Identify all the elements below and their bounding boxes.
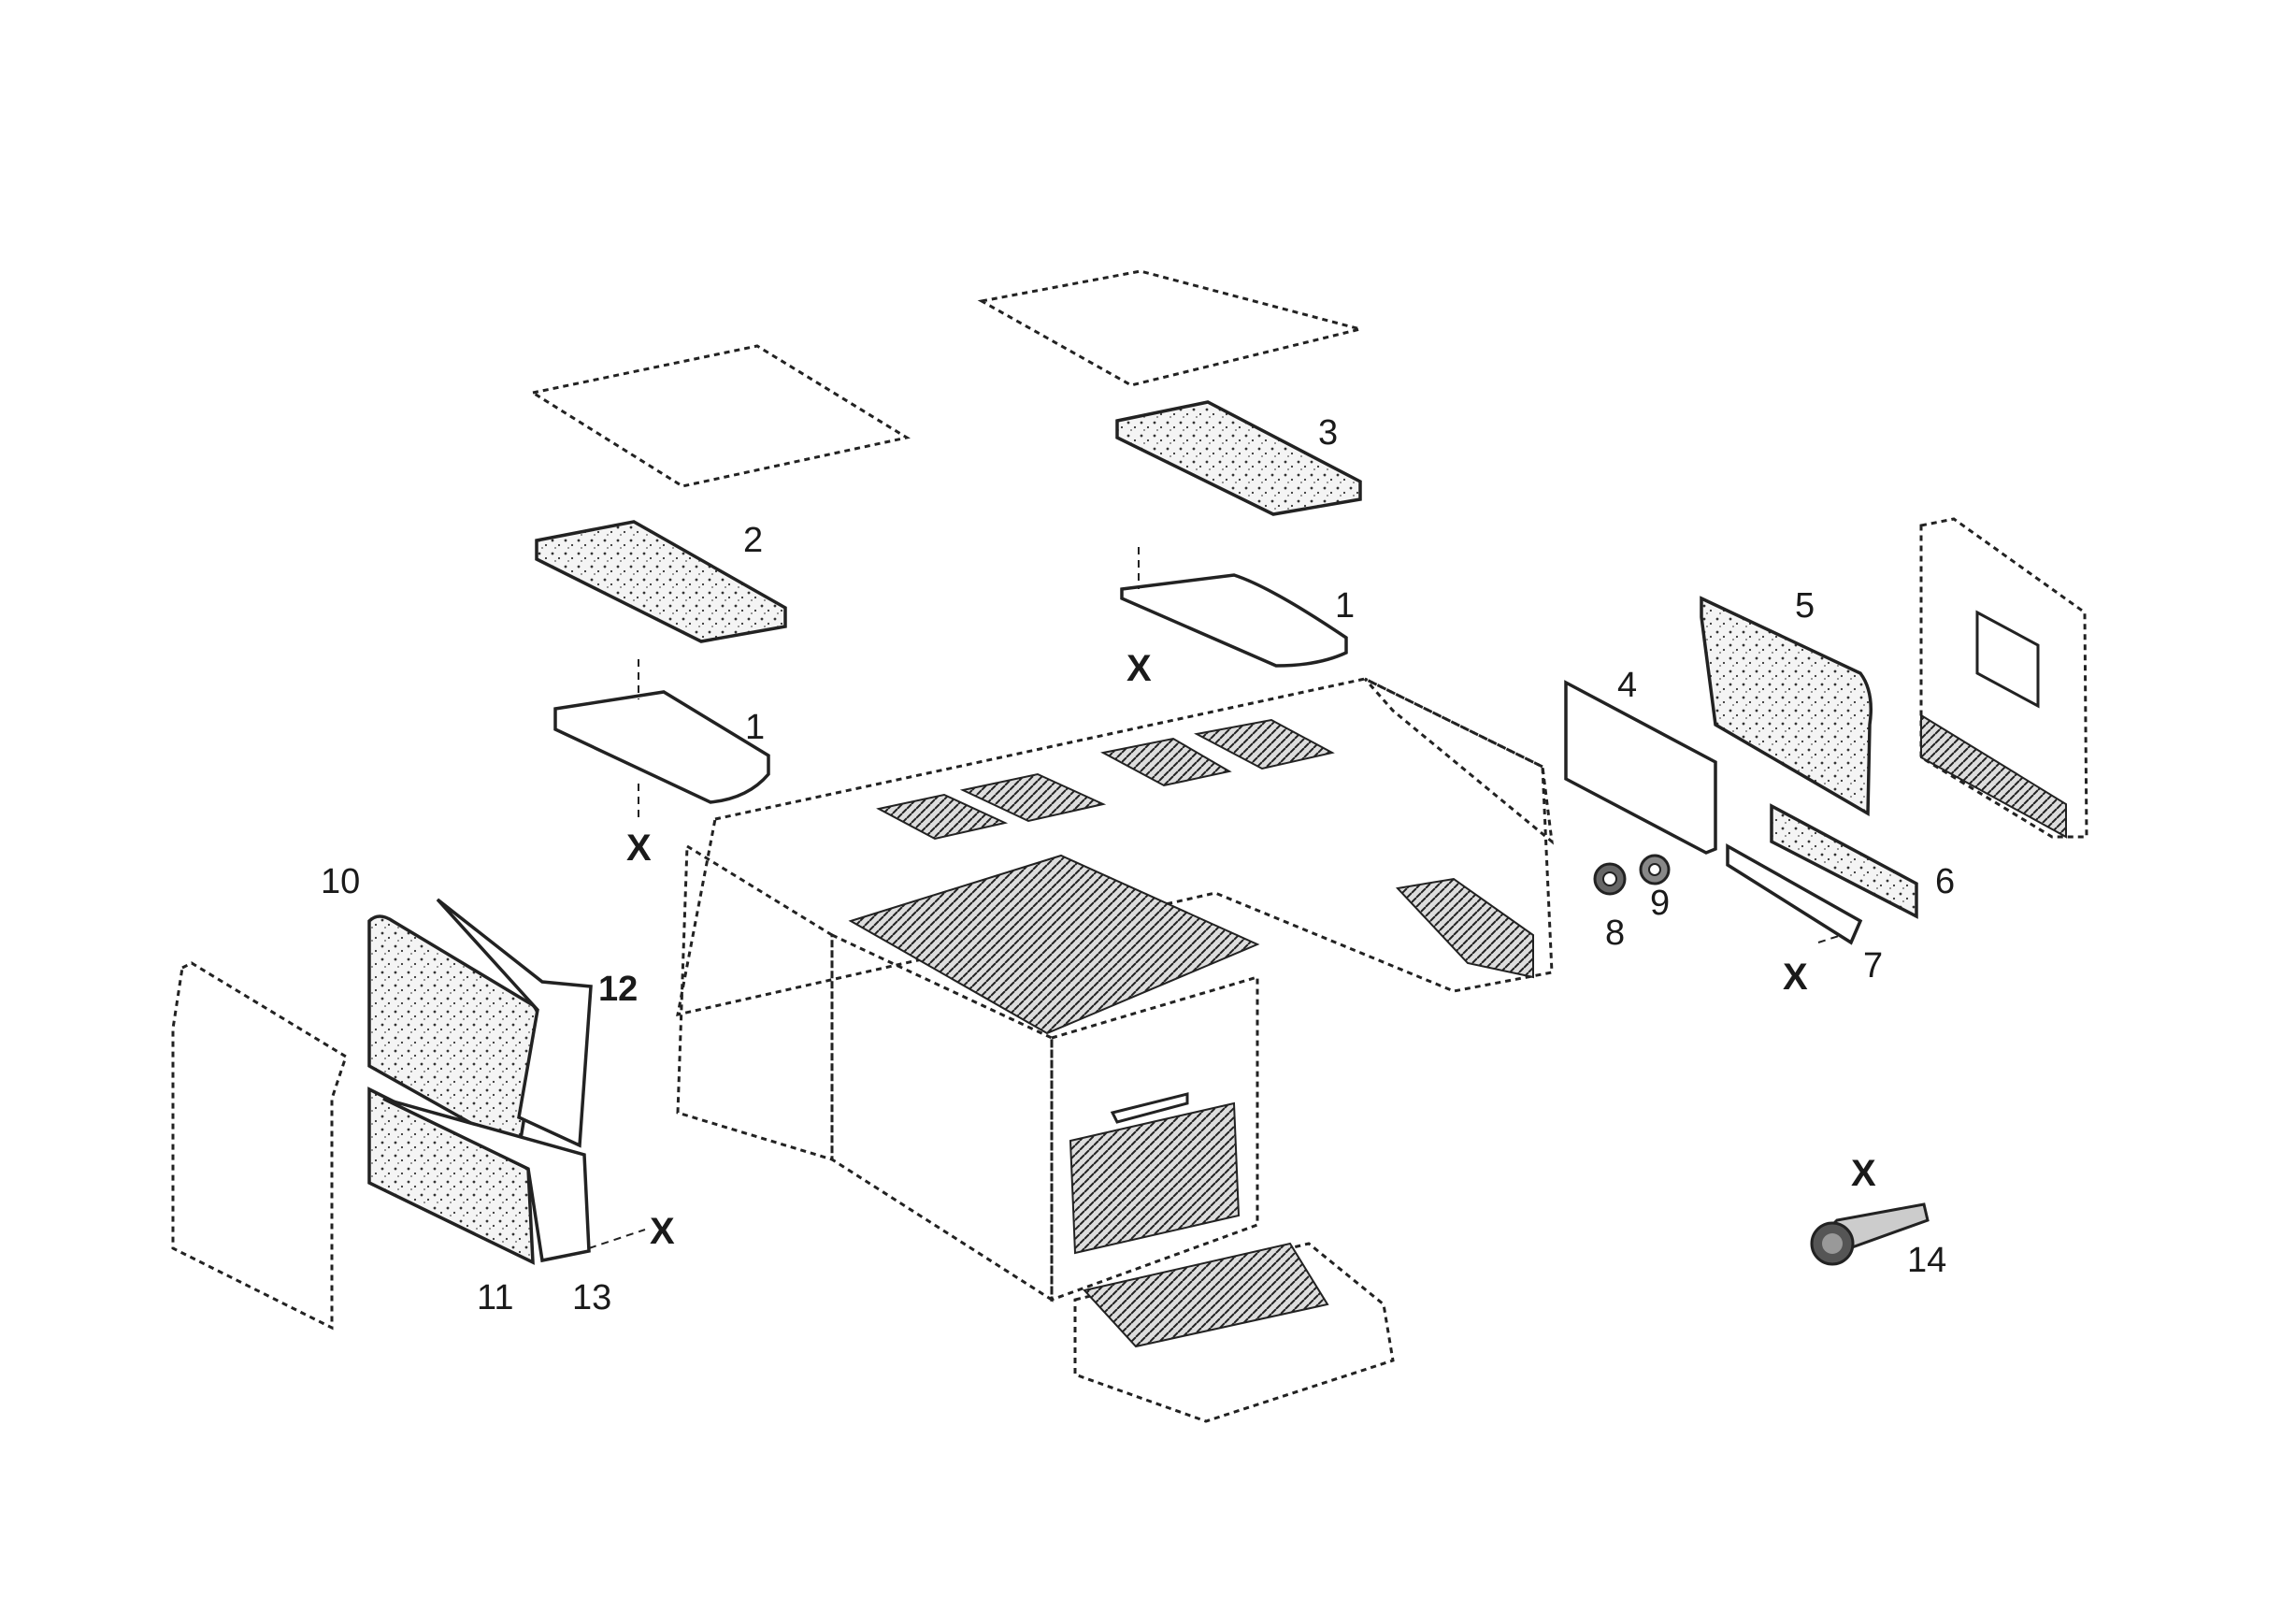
part-14-bolt [1810, 1202, 1930, 1266]
side-grille [1395, 877, 1534, 979]
part-1-right-plate [1120, 573, 1348, 668]
label-part-7: 7 [1863, 946, 1883, 986]
label-part-4: 4 [1617, 666, 1637, 705]
roof-vent-3 [1100, 737, 1232, 787]
part-12-panel [436, 898, 593, 1148]
part-6-strip [1770, 803, 1918, 919]
top-left-cover-outline [529, 344, 911, 488]
machine-body [676, 677, 1554, 1423]
roof-vent-4 [1193, 718, 1335, 770]
label-part-8: 8 [1605, 914, 1625, 953]
roof-vent-2 [959, 772, 1107, 823]
top-grille [848, 854, 1260, 1035]
x-marker-part-7: X [1783, 957, 1808, 998]
label-part-12: 12 [598, 970, 638, 1009]
x-13-leader [588, 1229, 646, 1249]
label-part-9: 9 [1650, 884, 1670, 923]
x-marker-left-plate: X [626, 828, 652, 869]
part-7-bracket [1726, 843, 1863, 945]
top-right-cover-outline [977, 269, 1361, 387]
x-marker-bolt: X [1851, 1153, 1876, 1194]
step-grille [1083, 1242, 1329, 1348]
part-1-left-plate [553, 690, 770, 804]
label-part-11: 11 [477, 1278, 513, 1317]
label-part-5: 5 [1795, 586, 1815, 626]
part-2-pad [535, 520, 787, 643]
label-part-14: 14 [1907, 1241, 1946, 1280]
front-grille [1069, 1101, 1241, 1255]
left-side-panel-outline [171, 961, 348, 1331]
part-4-panel [1564, 680, 1717, 855]
x-marker-right-plate: X [1126, 648, 1152, 689]
part-13-panel [382, 1097, 591, 1263]
label-part-6: 6 [1935, 862, 1955, 901]
x-marker-part-13: X [650, 1211, 675, 1252]
label-part-3: 3 [1318, 413, 1338, 453]
part-3-pad [1115, 400, 1362, 516]
label-part-13: 13 [572, 1278, 611, 1317]
x-7-leader [1817, 934, 1843, 943]
door-handle [1110, 1092, 1189, 1124]
label-part-1-left: 1 [745, 708, 765, 747]
roof-vent-1 [876, 793, 1009, 841]
part-5-pad [1700, 596, 1873, 817]
label-part-2: 2 [743, 521, 763, 560]
label-part-1-right: 1 [1335, 586, 1355, 626]
right-side-door [1919, 517, 2088, 839]
label-part-10: 10 [321, 862, 360, 901]
